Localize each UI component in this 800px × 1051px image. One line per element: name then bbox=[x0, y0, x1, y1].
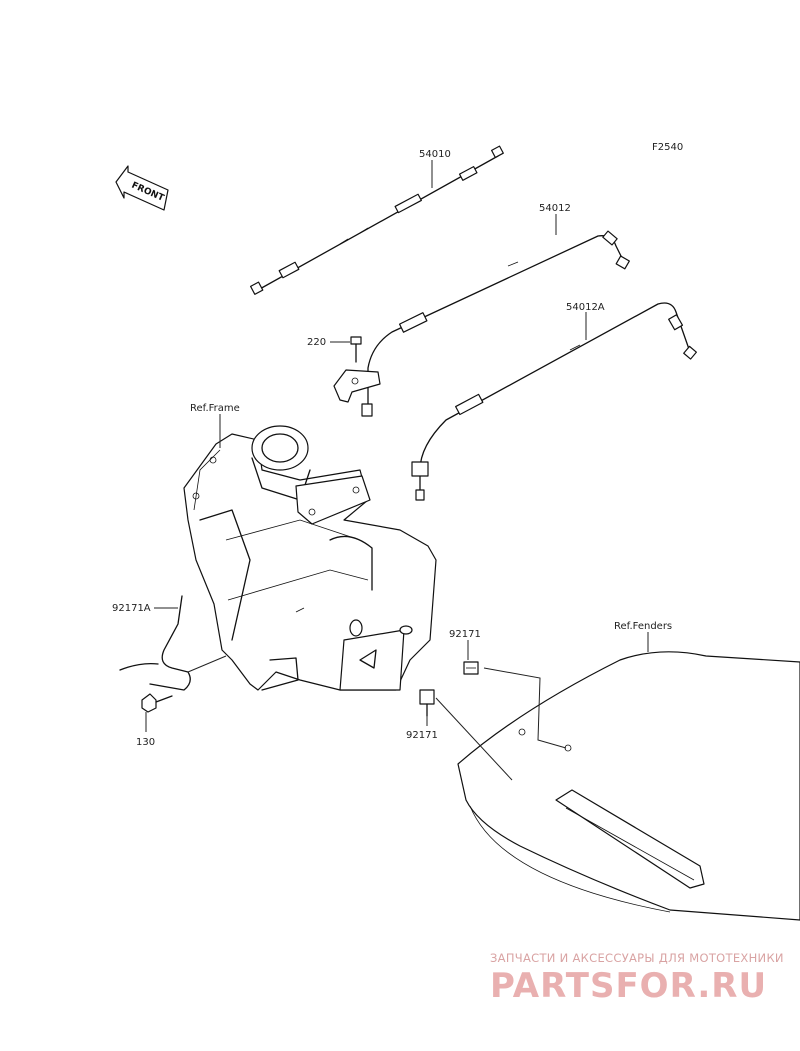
bolt-220-icon bbox=[350, 336, 362, 363]
part-label-92171-lower: 92171 bbox=[406, 730, 438, 741]
clip-92171-upper-icon bbox=[463, 661, 479, 675]
cable-54012a bbox=[411, 302, 698, 501]
watermark-tagline: ЗАПЧАСТИ И АКСЕССУАРЫ ДЛЯ МОТОТЕХНИКИ bbox=[490, 951, 784, 965]
part-label-220: 220 bbox=[307, 337, 326, 348]
ref-fenders-label: Ref.Fenders bbox=[614, 621, 672, 632]
wire-clamp-92171a bbox=[119, 595, 227, 691]
leader-92171-upper-path bbox=[483, 667, 567, 749]
part-label-54010: 54010 bbox=[419, 149, 451, 160]
frame bbox=[183, 425, 437, 691]
watermark-brand: PARTSFOR.RU bbox=[490, 966, 767, 1006]
figure-code: F2540 bbox=[652, 142, 683, 153]
part-label-54012a: 54012A bbox=[566, 302, 605, 313]
part-label-92171-upper: 92171 bbox=[449, 629, 481, 640]
bolt-130-icon bbox=[141, 693, 173, 713]
part-label-54012: 54012 bbox=[539, 203, 571, 214]
part-label-92171a: 92171A bbox=[112, 603, 151, 614]
front-arrow-icon: FRONT bbox=[115, 165, 169, 211]
clip-92171-lower-icon bbox=[419, 689, 435, 717]
part-label-130: 130 bbox=[136, 737, 155, 748]
cable-54012 bbox=[361, 230, 630, 417]
ref-frame-label: Ref.Frame bbox=[190, 403, 240, 414]
fender bbox=[457, 651, 800, 921]
leader-92171-lower-path bbox=[435, 697, 513, 781]
cable-54010 bbox=[249, 145, 504, 295]
cable-bracket bbox=[333, 369, 381, 403]
